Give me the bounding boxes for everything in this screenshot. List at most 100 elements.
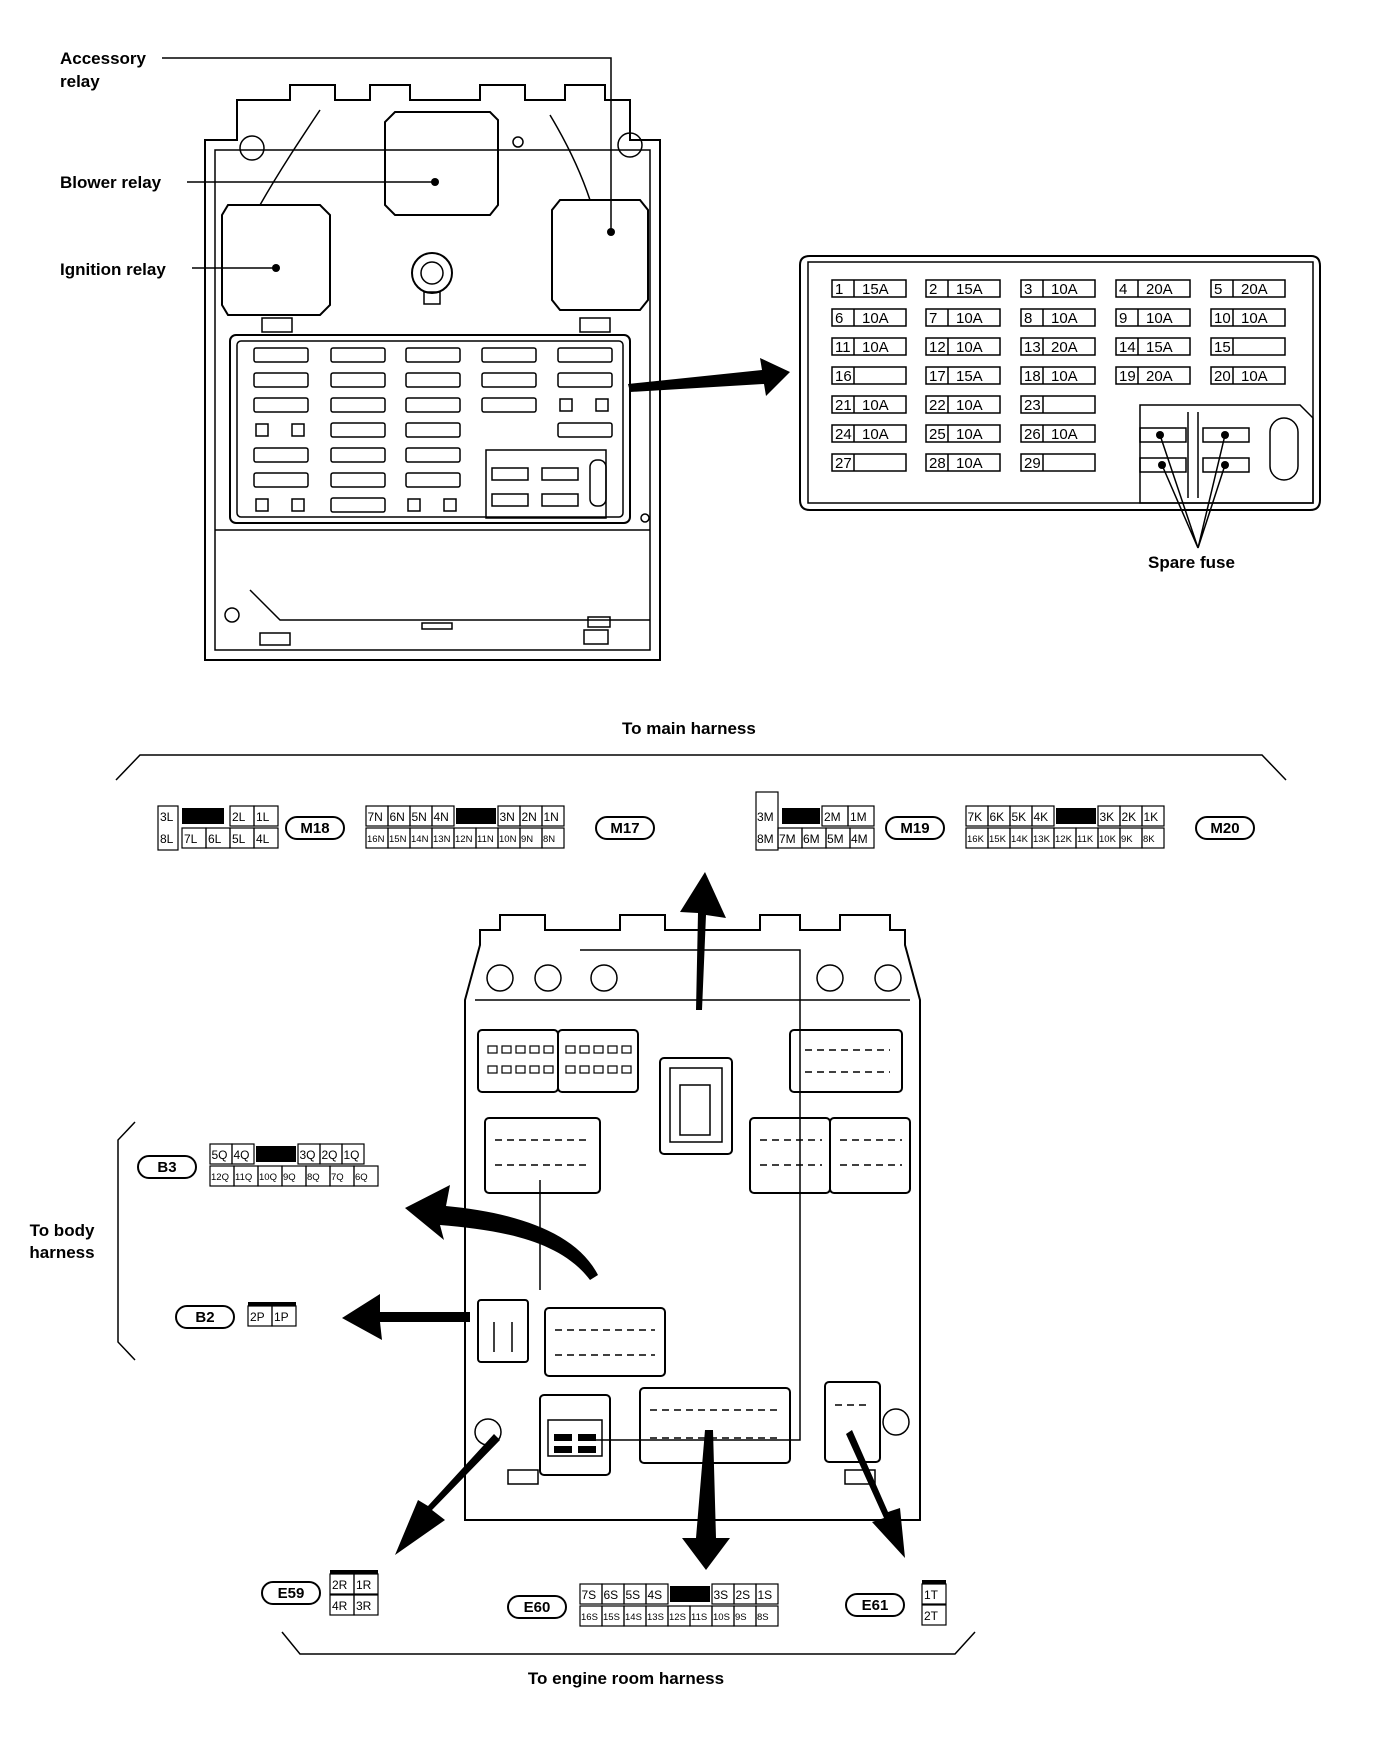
arrow-up-main	[680, 872, 726, 1010]
pin-label: 8M	[757, 832, 774, 846]
fuse-amperage: 15A	[1146, 339, 1173, 356]
panel-fuse	[557, 372, 613, 388]
panel-spare-fuse	[541, 467, 579, 481]
connector-id: B2	[195, 1309, 214, 1326]
fuse-amperage: 10A	[1241, 310, 1268, 327]
pin-label: 10N	[499, 834, 517, 845]
pin-label: 5Q	[212, 1148, 228, 1162]
pin-label: 3N	[500, 810, 515, 824]
pin-label: 6N	[390, 810, 405, 824]
panel-fuse	[253, 347, 309, 363]
fuse-number: 13	[1024, 339, 1041, 356]
pin-label: 11S	[691, 1612, 707, 1623]
pin-label: 9N	[521, 834, 533, 845]
fuse-number: 26	[1024, 426, 1041, 443]
fuse-amperage: 15A	[956, 281, 983, 298]
fuse-number: 14	[1119, 339, 1136, 356]
pin-label: 4M	[851, 832, 868, 846]
connector-id: M17	[610, 820, 639, 837]
pin-label: 11Q	[235, 1172, 252, 1183]
fuse-number: 21	[835, 397, 852, 414]
enlarge-arrow	[628, 358, 790, 396]
fuse-14: 14 15A	[1115, 337, 1191, 356]
fuse-amperage: 20A	[1051, 339, 1078, 356]
panel-fuse	[253, 397, 309, 413]
pin-label: 1N	[544, 810, 559, 824]
pin-label: 8Q	[307, 1172, 320, 1183]
pin-label: 1T	[924, 1588, 939, 1602]
fuse-16: 16	[831, 366, 907, 385]
pin-label: 7Q	[331, 1172, 344, 1183]
arrow-to-b3	[405, 1185, 598, 1280]
fuse-amperage: 10A	[956, 455, 983, 472]
pin-label: 7S	[582, 1588, 597, 1602]
pin-label: 3S	[714, 1588, 729, 1602]
pin-label: 2S	[736, 1588, 751, 1602]
fuse-number: 11	[835, 339, 851, 356]
panel-fuse	[405, 397, 461, 413]
connector-id-badge: E59	[261, 1581, 321, 1605]
fuse-block-housing	[204, 84, 661, 661]
fuse-number: 18	[1024, 368, 1041, 385]
fuse-number: 17	[929, 368, 946, 385]
fuse-27: 27	[831, 453, 907, 472]
fuse-amperage: 10A	[862, 426, 889, 443]
connector-id: E61	[862, 1597, 889, 1614]
fuse-number: 24	[835, 426, 852, 443]
panel-fuse	[557, 422, 613, 438]
fuse-amperage: 15A	[862, 281, 889, 298]
pin-label: 3R	[356, 1599, 372, 1613]
panel-fuse-slot	[559, 398, 573, 412]
panel-fuse-slot	[255, 423, 269, 437]
connector-id: M19	[900, 820, 929, 837]
fuse-number: 3	[1024, 281, 1032, 298]
pin-label: 6M	[803, 832, 820, 846]
pin-label: 2Q	[322, 1148, 338, 1162]
fuse-number: 2	[929, 281, 937, 298]
pin-label: 10Q	[259, 1172, 277, 1183]
fuse-amperage: 10A	[1241, 368, 1268, 385]
fuse-number: 25	[929, 426, 946, 443]
panel-spare-area	[485, 449, 607, 519]
fuse-amperage: 10A	[1051, 368, 1078, 385]
pin-label: 16S	[581, 1612, 598, 1623]
pin-label: 1L	[256, 810, 270, 824]
fuse-24: 24 10A	[831, 424, 907, 443]
pin-label: 7M	[779, 832, 796, 846]
fuse-29: 29	[1020, 453, 1096, 472]
panel-fuse-slot	[255, 498, 269, 512]
connector-id-badge: B2	[175, 1305, 235, 1329]
arrow-to-e61	[846, 1430, 905, 1558]
connector-id-badge: B3	[137, 1155, 197, 1179]
pin-label: 12Q	[211, 1172, 229, 1183]
pin-key-block	[248, 1302, 296, 1306]
connector-id: E59	[278, 1585, 305, 1602]
pin-label: 2R	[332, 1578, 348, 1592]
pin-label: 11K	[1077, 834, 1094, 845]
panel-fuse	[481, 397, 537, 413]
fuse-amperage: 20A	[1146, 281, 1173, 298]
pin-label: 5S	[626, 1588, 641, 1602]
fuse-amperage: 15A	[956, 368, 983, 385]
panel-fuse	[405, 447, 461, 463]
fuse-amperage: 10A	[1146, 310, 1173, 327]
connector-id: B3	[157, 1159, 176, 1176]
pin-label: 1K	[1144, 810, 1159, 824]
fuse-15: 15	[1210, 337, 1286, 356]
junction-block-housing	[464, 914, 921, 1521]
pin-key-block	[782, 808, 820, 824]
pin-key-block	[1056, 808, 1096, 824]
spare-fuse-label: Spare fuse	[1148, 553, 1235, 572]
